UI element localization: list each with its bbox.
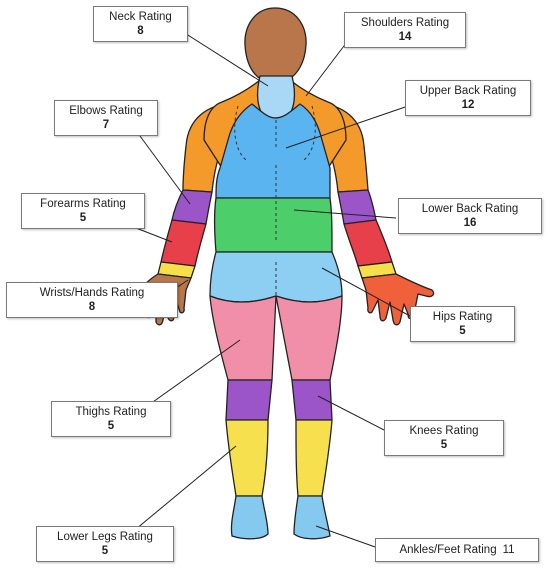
leader-upper-back	[285, 105, 409, 149]
callout-neck: Neck Rating 8	[93, 6, 188, 42]
left-foot	[230, 495, 269, 540]
callout-value: 11	[502, 544, 515, 556]
callout-value: 5	[440, 439, 448, 451]
callout-thighs: Thighs Rating 5	[51, 401, 171, 437]
lower-back-region	[213, 197, 333, 253]
callout-label: Neck Rating	[109, 11, 172, 23]
callout-ankles-feet: Ankles/Feet Rating 11	[375, 538, 539, 562]
right-thigh	[275, 295, 343, 381]
left-lower-leg	[225, 419, 269, 497]
shoulder-blade-left	[234, 105, 247, 161]
callout-label: Hips Rating	[432, 311, 493, 323]
callout-value: 5	[459, 325, 466, 337]
callout-label: Ankles/Feet Rating	[399, 544, 497, 556]
right-forearm	[343, 219, 393, 267]
callout-lower-legs: Lower Legs Rating 5	[36, 526, 174, 562]
callout-value: 5	[79, 212, 87, 224]
leader-forearms	[135, 227, 173, 243]
leader-shoulders	[305, 37, 351, 97]
leader-lower-legs	[129, 445, 237, 535]
left-thigh	[209, 295, 277, 381]
leader-neck	[179, 29, 269, 87]
leader-lower-back	[293, 209, 397, 219]
left-elbow	[171, 189, 213, 225]
callout-upper-back: Upper Back Rating 12	[405, 80, 531, 116]
leader-elbows	[139, 135, 191, 205]
shoulder-blade-right	[303, 105, 316, 161]
callout-label: Knees Rating	[409, 425, 479, 437]
callout-knees: Knees Rating 5	[384, 420, 504, 456]
right-foot	[293, 495, 331, 540]
callout-value: 8	[137, 25, 144, 37]
callout-value: 8	[88, 301, 96, 313]
callout-label: Lower Back Rating	[421, 203, 519, 215]
callout-label: Lower Legs Rating	[57, 531, 153, 543]
callout-shoulders: Shoulders Rating 14	[344, 12, 466, 48]
leader-wrists	[175, 279, 189, 289]
leader-knees	[317, 395, 385, 431]
callout-value: 12	[461, 99, 475, 111]
callout-label: Forearms Rating	[40, 198, 126, 210]
right-hand	[361, 273, 435, 326]
callout-elbows: Elbows Rating 7	[54, 100, 158, 136]
head	[244, 7, 307, 81]
callout-value: 16	[463, 217, 477, 229]
callout-value: 14	[398, 31, 412, 43]
callout-value: 5	[101, 545, 109, 557]
upper-back-region	[215, 103, 331, 199]
callout-value: 5	[107, 420, 115, 432]
callout-forearms: Forearms Rating 5	[21, 193, 145, 229]
callout-label: Shoulders Rating	[360, 17, 450, 29]
leader-hips	[321, 267, 411, 317]
callout-label: Wrists/Hands Rating	[39, 287, 145, 299]
right-elbow	[337, 189, 377, 225]
callout-value: 7	[102, 119, 110, 131]
callout-label: Thighs Rating	[75, 406, 147, 418]
leader-ankles	[315, 525, 379, 549]
right-lower-leg	[295, 419, 333, 497]
left-knee	[225, 379, 273, 421]
callout-lower-back: Lower Back Rating 16	[398, 198, 542, 234]
callout-label: Upper Back Rating	[419, 85, 517, 97]
callout-wrists-hands: Wrists/Hands Rating 8	[6, 282, 178, 318]
left-forearm	[160, 219, 207, 267]
callout-hips: Hips Rating 5	[410, 306, 515, 342]
callout-label: Elbows Rating	[69, 105, 143, 117]
